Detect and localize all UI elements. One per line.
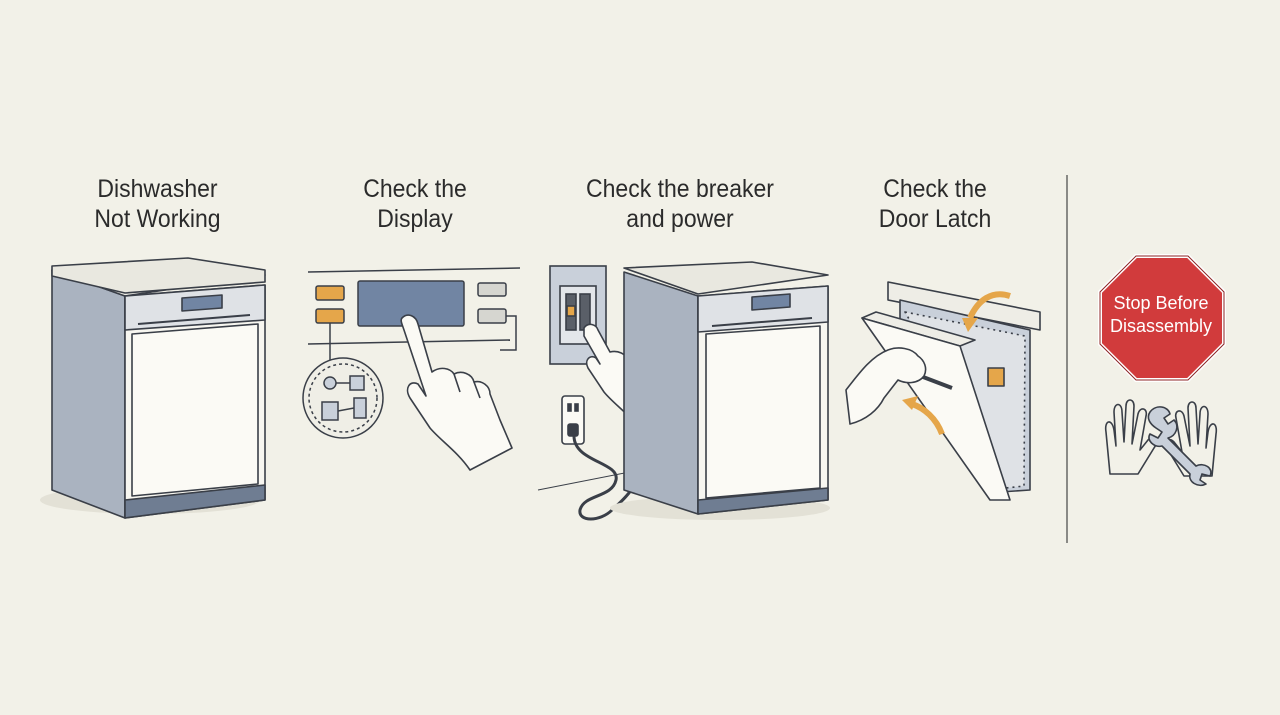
stop-sign-label-line2: Disassembly bbox=[1109, 316, 1213, 336]
dishwasher-icon bbox=[610, 261, 830, 520]
step-4-title-line2: Door Latch bbox=[878, 205, 992, 233]
control-panel-icon bbox=[302, 267, 521, 439]
dishwasher-icon bbox=[40, 257, 266, 519]
step-3-title-line1: Check the breaker bbox=[586, 175, 774, 203]
wrench-icon bbox=[1147, 406, 1212, 487]
step-1-title-line1: Dishwasher bbox=[97, 175, 218, 203]
step-3-title: Check the breaker and power bbox=[570, 174, 791, 234]
step-2-title-line2: Display bbox=[377, 205, 453, 233]
step-1-title-line2: Not Working bbox=[94, 205, 221, 233]
power-outlet-icon bbox=[537, 395, 642, 521]
step-1-title: Dishwasher Not Working bbox=[77, 174, 238, 234]
step-2-title: Check the Display bbox=[337, 174, 493, 234]
step-4-title-line1: Check the bbox=[883, 175, 987, 203]
pointing-hand-icon bbox=[400, 314, 513, 471]
step-3-title-line2: and power bbox=[626, 205, 734, 233]
step-4-title: Check the Door Latch bbox=[857, 174, 1013, 234]
grabbing-hand-icon bbox=[845, 347, 927, 425]
section-divider bbox=[1066, 175, 1068, 543]
stop-sign-icon bbox=[1098, 254, 1226, 382]
stop-sign-label: Stop Before Disassembly bbox=[1098, 292, 1224, 338]
stop-sign-label-line1: Stop Before bbox=[1113, 293, 1209, 313]
step-2-title-line1: Check the bbox=[363, 175, 467, 203]
